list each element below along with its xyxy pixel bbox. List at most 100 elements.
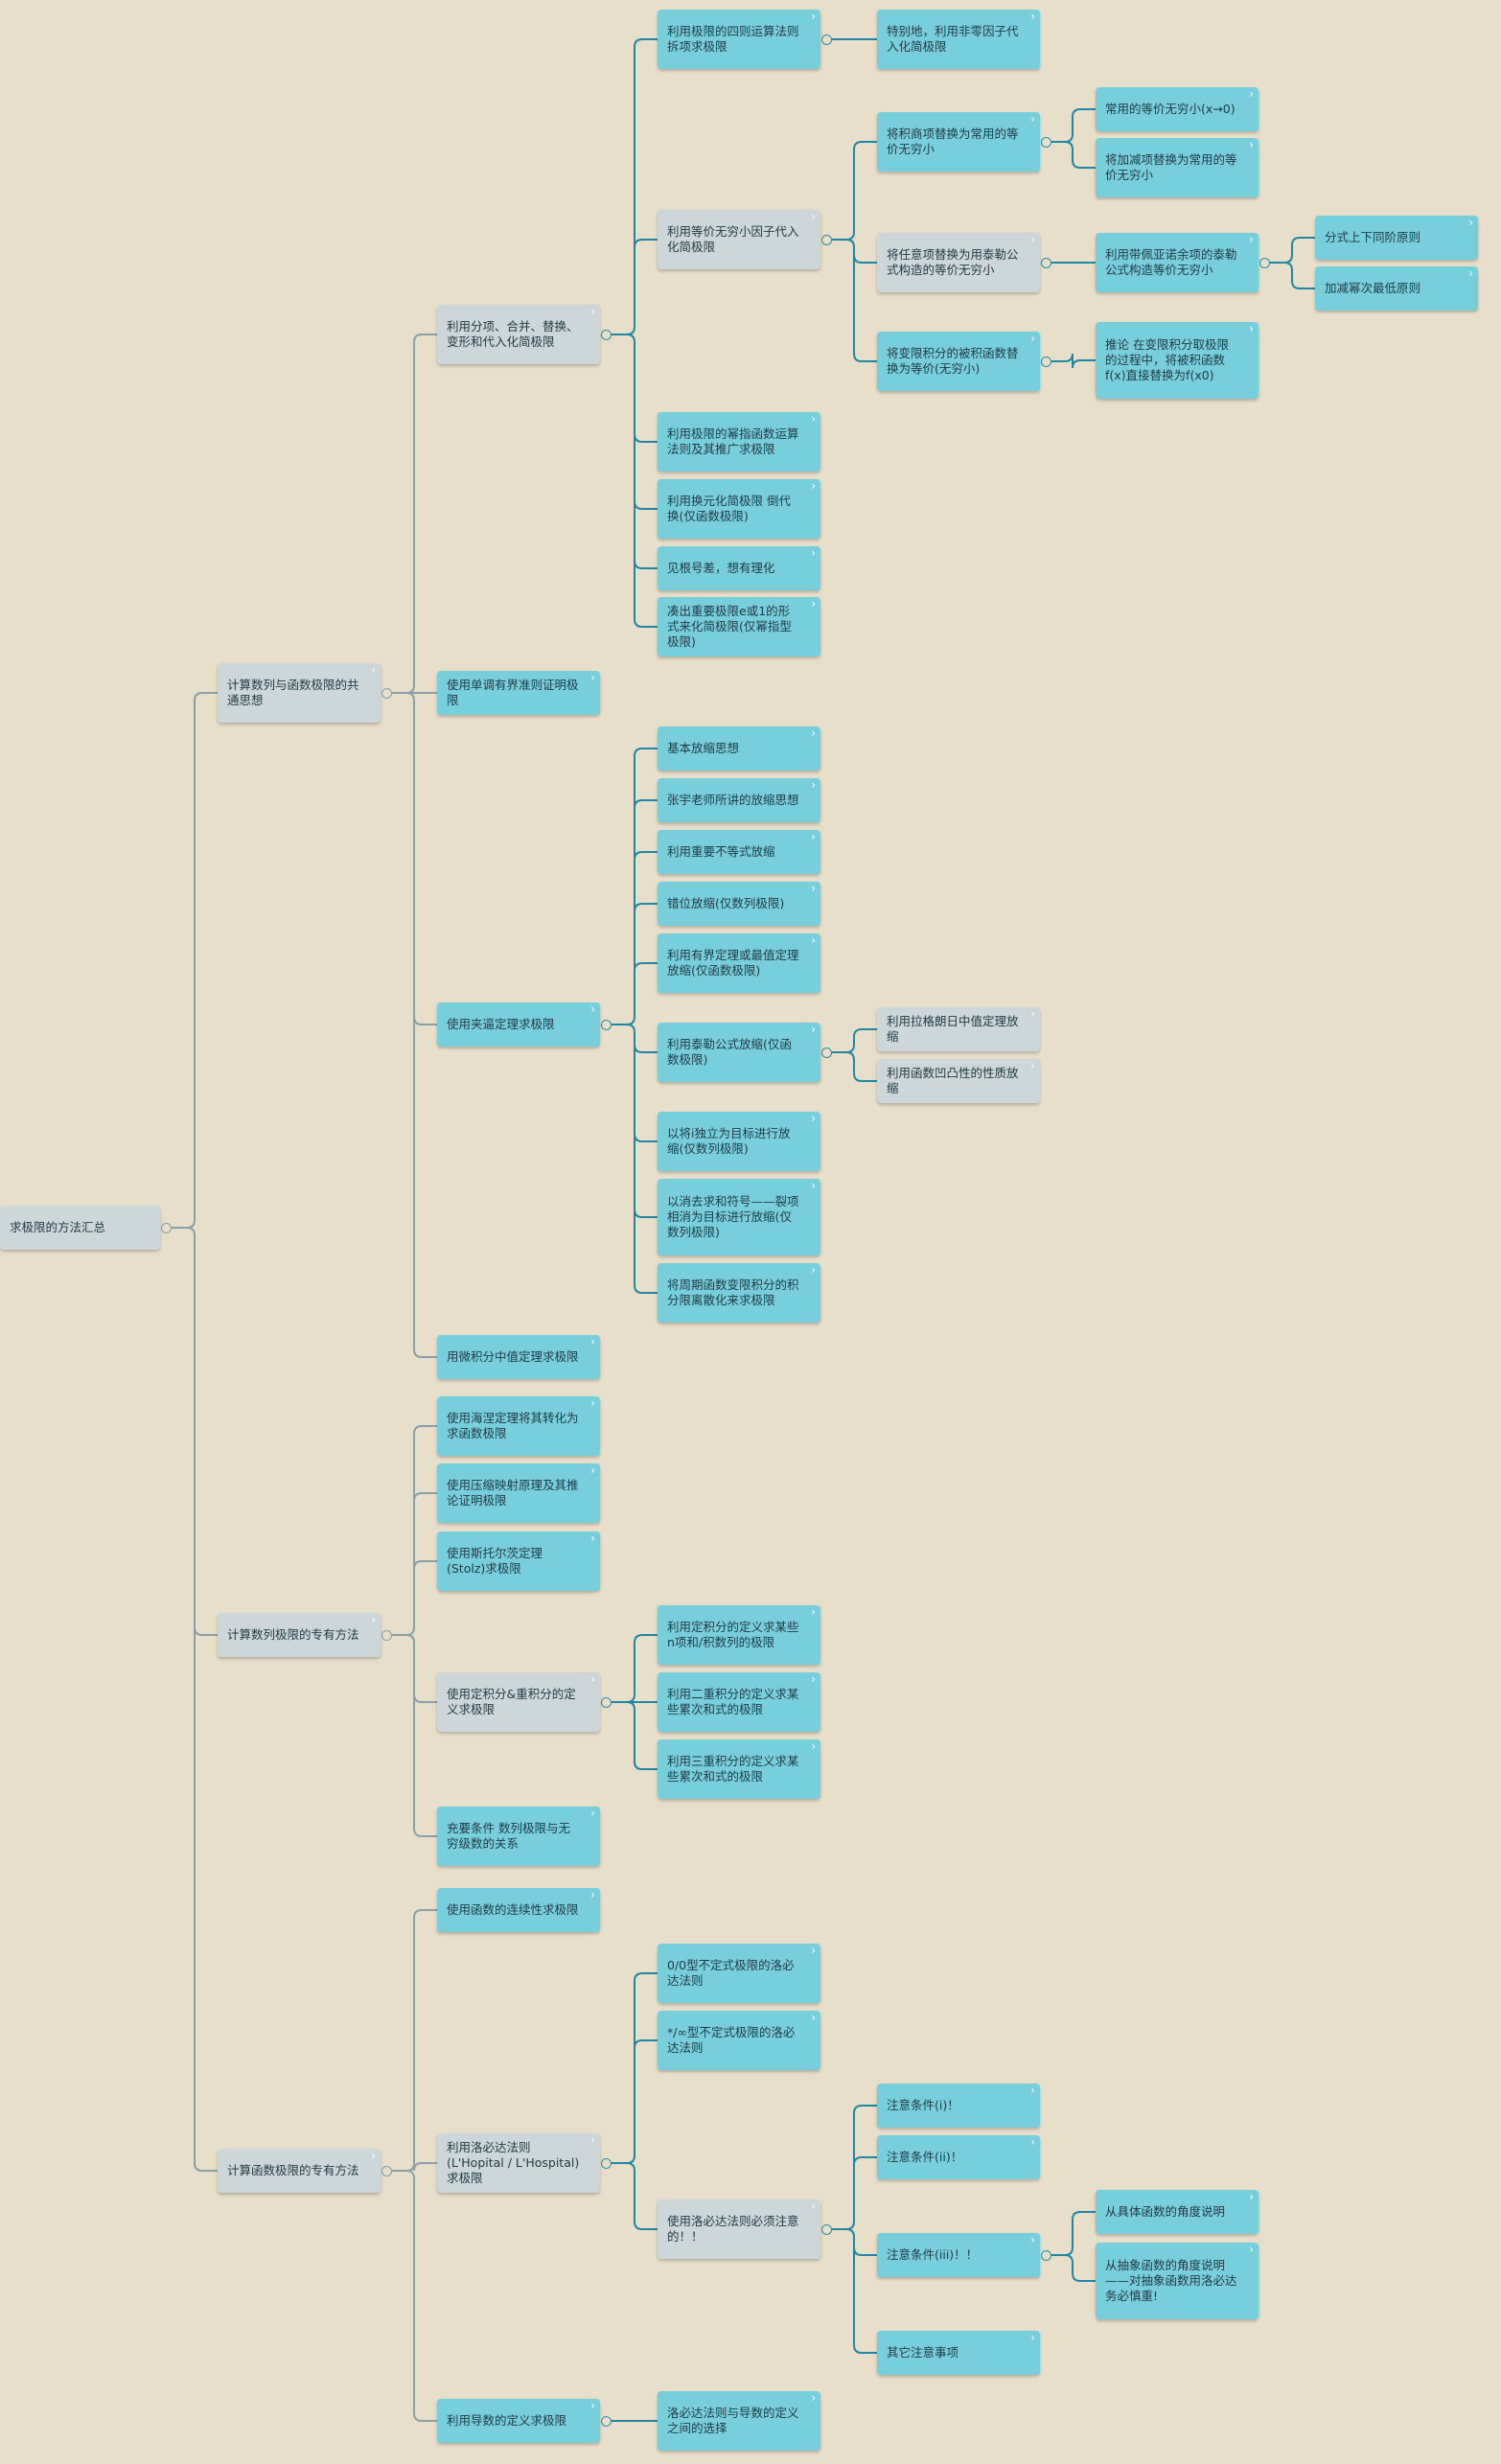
collapse-toggle-icon[interactable]: [1041, 136, 1051, 148]
chevron-right-icon[interactable]: ›: [1249, 2243, 1254, 2256]
collapse-toggle-icon[interactable]: [601, 1696, 612, 1708]
chevron-right-icon[interactable]: ›: [1468, 216, 1473, 229]
collapse-toggle-icon[interactable]: [821, 34, 832, 45]
chevron-right-icon[interactable]: ›: [590, 1888, 595, 1901]
node-f3a[interactable]: 洛必达法则与导数的定义之间的选择›: [658, 2391, 820, 2451]
collapse-toggle-icon[interactable]: [381, 2165, 392, 2176]
chevron-right-icon[interactable]: ›: [811, 1263, 816, 1277]
node-c6b[interactable]: 利用函数凹凸性的性质放缩›: [877, 1059, 1040, 1103]
node-c9[interactable]: 将周期函数变限积分的积分限离散化来求极限›: [658, 1263, 820, 1323]
chevron-right-icon[interactable]: ›: [811, 2199, 816, 2213]
chevron-right-icon[interactable]: ›: [1030, 10, 1035, 23]
chevron-right-icon[interactable]: ›: [1030, 1059, 1035, 1072]
node-s4[interactable]: 使用定积分&重积分的定义求极限›: [437, 1672, 600, 1732]
chevron-right-icon[interactable]: ›: [1249, 322, 1254, 335]
node-f2c4[interactable]: 其它注意事项›: [877, 2331, 1040, 2375]
node-a2b1b[interactable]: 加减幂次最低原则›: [1315, 266, 1478, 311]
chevron-right-icon[interactable]: ›: [811, 1739, 816, 1753]
node-a2a[interactable]: 将积商项替换为常用的等价无穷小›: [877, 112, 1040, 172]
node-f2c1[interactable]: 注意条件(i)！›: [877, 2084, 1040, 2128]
node-a2b1a[interactable]: 分式上下同阶原则›: [1315, 216, 1478, 260]
chevron-right-icon[interactable]: ›: [1030, 332, 1035, 345]
chevron-right-icon[interactable]: ›: [371, 1613, 376, 1626]
node-b1b[interactable]: 使用单调有界准则证明极限›: [437, 671, 600, 715]
node-a2c1[interactable]: 推论 在变限积分取极限的过程中，将被积函数f(x)直接替换为f(x0)›: [1096, 322, 1259, 399]
collapse-toggle-icon[interactable]: [821, 234, 832, 245]
chevron-right-icon[interactable]: ›: [590, 305, 595, 318]
node-a2a2[interactable]: 将加减项替换为常用的等价无穷小›: [1096, 138, 1259, 197]
collapse-toggle-icon[interactable]: [821, 1047, 832, 1058]
chevron-right-icon[interactable]: ›: [590, 1335, 595, 1348]
node-s5[interactable]: 充要条件 数列极限与无穷级数的关系›: [437, 1807, 600, 1866]
node-b1[interactable]: 计算数列与函数极限的共通思想›: [218, 663, 381, 723]
node-f1[interactable]: 使用函数的连续性求极限›: [437, 1888, 600, 1932]
collapse-toggle-icon[interactable]: [381, 1629, 392, 1641]
node-c8[interactable]: 以消去求和符号——裂项相消为目标进行放缩(仅数列极限)›: [658, 1179, 820, 1255]
node-a3[interactable]: 利用极限的幂指函数运算法则及其推广求极限›: [658, 412, 820, 472]
chevron-right-icon[interactable]: ›: [811, 933, 816, 947]
chevron-right-icon[interactable]: ›: [811, 882, 816, 895]
collapse-toggle-icon[interactable]: [1259, 257, 1270, 268]
node-a4[interactable]: 利用换元化简极限 倒代换(仅函数极限)›: [658, 479, 820, 539]
node-a5[interactable]: 见根号差，想有理化›: [658, 546, 820, 590]
node-c4[interactable]: 错位放缩(仅数列极限)›: [658, 882, 820, 926]
chevron-right-icon[interactable]: ›: [1249, 87, 1254, 101]
chevron-right-icon[interactable]: ›: [811, 1179, 816, 1192]
collapse-toggle-icon[interactable]: [1041, 356, 1051, 367]
collapse-toggle-icon[interactable]: [1041, 257, 1051, 268]
chevron-right-icon[interactable]: ›: [1468, 266, 1473, 280]
collapse-toggle-icon[interactable]: [601, 2157, 612, 2169]
node-f2c3a[interactable]: 从具体函数的角度说明›: [1096, 2190, 1259, 2234]
node-b2[interactable]: 计算数列极限的专有方法›: [218, 1613, 381, 1657]
chevron-right-icon[interactable]: ›: [811, 412, 816, 426]
chevron-right-icon[interactable]: ›: [371, 2149, 376, 2162]
chevron-right-icon[interactable]: ›: [590, 1531, 595, 1545]
chevron-right-icon[interactable]: ›: [1030, 233, 1035, 246]
node-a2[interactable]: 利用等价无穷小因子代入化简极限›: [658, 210, 820, 269]
chevron-right-icon[interactable]: ›: [590, 2133, 595, 2147]
collapse-toggle-icon[interactable]: [821, 2223, 832, 2235]
chevron-right-icon[interactable]: ›: [371, 663, 376, 677]
chevron-right-icon[interactable]: ›: [811, 1023, 816, 1036]
chevron-right-icon[interactable]: ›: [811, 479, 816, 493]
node-c1[interactable]: 基本放缩思想›: [658, 726, 820, 771]
node-f2c3[interactable]: 注意条件(iii)！！›: [877, 2233, 1040, 2277]
node-s3[interactable]: 使用斯托尔茨定理(Stolz)求极限›: [437, 1531, 600, 1591]
node-f2b[interactable]: */∞型不定式极限的洛必达法则›: [658, 2011, 820, 2070]
chevron-right-icon[interactable]: ›: [1030, 2233, 1035, 2246]
chevron-right-icon[interactable]: ›: [590, 1807, 595, 1820]
node-b1c[interactable]: 使用夹逼定理求极限›: [437, 1002, 600, 1047]
node-f2[interactable]: 利用洛必达法则(L'Hopital / L'Hospital)求极限›: [437, 2133, 600, 2193]
chevron-right-icon[interactable]: ›: [1030, 112, 1035, 126]
chevron-right-icon[interactable]: ›: [590, 1672, 595, 1686]
node-a6[interactable]: 凑出重要极限e或1的形式来化简极限(仅幂指型极限)›: [658, 597, 820, 656]
chevron-right-icon[interactable]: ›: [1030, 2331, 1035, 2344]
node-s4b[interactable]: 利用二重积分的定义求某些累次和式的极限›: [658, 1672, 820, 1732]
node-s1[interactable]: 使用海涅定理将其转化为求函数极限›: [437, 1396, 600, 1456]
chevron-right-icon[interactable]: ›: [811, 210, 816, 223]
node-a1[interactable]: 利用极限的四则运算法则拆项求极限›: [658, 10, 820, 69]
collapse-toggle-icon[interactable]: [1041, 2249, 1051, 2261]
node-b3[interactable]: 计算函数极限的专有方法›: [218, 2149, 381, 2193]
node-a2a1[interactable]: 常用的等价无穷小(x→0)›: [1096, 87, 1259, 131]
collapse-toggle-icon[interactable]: [381, 687, 392, 699]
node-f3[interactable]: 利用导数的定义求极限›: [437, 2399, 600, 2443]
node-a1x[interactable]: 特别地，利用非零因子代入化简极限›: [877, 10, 1040, 69]
chevron-right-icon[interactable]: ›: [1249, 138, 1254, 151]
node-f2c[interactable]: 使用洛必达法则必须注意的！！›: [658, 2199, 820, 2259]
chevron-right-icon[interactable]: ›: [590, 1002, 595, 1016]
chevron-right-icon[interactable]: ›: [811, 10, 816, 23]
collapse-toggle-icon[interactable]: [601, 329, 612, 340]
chevron-right-icon[interactable]: ›: [811, 546, 816, 560]
node-c6a[interactable]: 利用拉格朗日中值定理放缩›: [877, 1007, 1040, 1051]
chevron-right-icon[interactable]: ›: [590, 671, 595, 684]
node-b1d[interactable]: 用微积分中值定理求极限›: [437, 1335, 600, 1379]
chevron-right-icon[interactable]: ›: [1030, 1007, 1035, 1021]
node-c2[interactable]: 张宇老师所讲的放缩思想›: [658, 778, 820, 822]
node-c6[interactable]: 利用泰勒公式放缩(仅函数极限)›: [658, 1023, 820, 1082]
chevron-right-icon[interactable]: ›: [811, 778, 816, 792]
chevron-right-icon[interactable]: ›: [811, 2391, 816, 2405]
chevron-right-icon[interactable]: ›: [811, 830, 816, 843]
node-s4a[interactable]: 利用定积分的定义求某些n项和/积数列的极限›: [658, 1605, 820, 1665]
chevron-right-icon[interactable]: ›: [1030, 2135, 1035, 2149]
